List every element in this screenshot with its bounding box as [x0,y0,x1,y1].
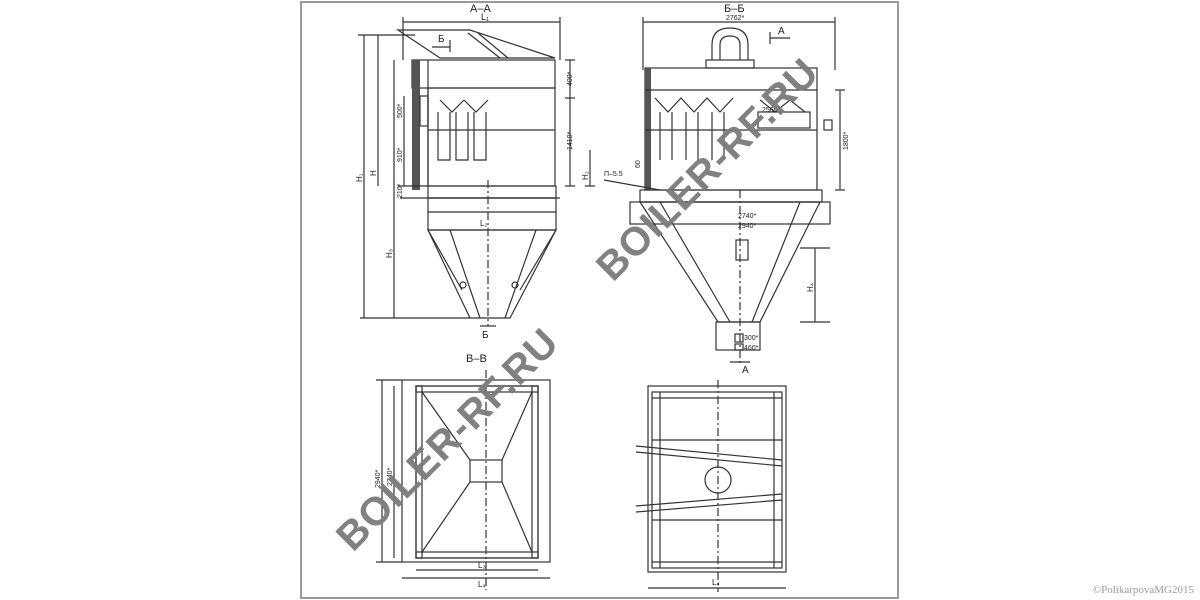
dim-vv-l3: L₃ [478,561,486,570]
marker-a-top: A [778,26,785,37]
dim-aa-500: 500* [397,103,404,118]
bb-labels: Б–Б 2762* A 2560* 1800* 60 П–5.5 2740* 2… [604,3,850,376]
dim-bb-h4: H₄ [806,283,815,292]
dim-bb-2560: 2560* [762,107,781,114]
dim-bb-300: 300* [744,335,759,342]
section-bb-title: Б–Б [724,3,745,15]
dim-aa-l2: L₂ [480,219,488,228]
marker-b-bottom: Б [482,330,489,341]
dim-aa-1410: 1410* [567,131,574,150]
marker-a-bottom: A [742,365,749,376]
view-plan [635,380,787,592]
dim-aa-h3: H₃ [385,249,394,258]
dim-bb-1800: 1800* [843,131,850,150]
dim-aa-210: 210* [397,183,404,198]
dim-vv-2740: 2740* [387,467,394,486]
dim-aa-width: L₁ [481,12,489,22]
dim-aa-h1: H₁ [355,173,364,182]
view-vv [376,370,551,590]
copyright-notice: ©PolikarpovaMG2015 [1092,584,1194,596]
dim-bb-ds: П–5.5 [604,171,623,178]
dim-bb-2940: 2940* [738,223,757,230]
marker-b-top: Б [438,34,445,45]
vv-labels: В–В 2940* 2740* L₃ L₄ [375,353,487,589]
section-vv-title: В–В [466,353,487,365]
dim-vv-l4: L₄ [478,580,486,589]
dim-plan-l: L₄ [712,578,720,587]
dim-aa-910: 910* [397,147,404,162]
dim-vv-2940: 2940* [375,469,382,488]
plan-labels: L₄ [712,578,720,587]
dim-aa-400: 400* [567,71,574,86]
dim-aa-h2: H₂ [581,171,590,180]
aa-labels: А–А L₁ Б 400* 500* 1410* 910* 210* H₁ H … [355,3,590,341]
dim-bb-2740: 2740* [738,213,757,220]
dim-bb-460: 460* [744,345,759,352]
section-aa-title: А–А [470,3,491,15]
dim-aa-h: H [369,170,378,176]
view-bb [603,17,845,365]
dim-bb-2762: 2762* [726,15,745,22]
view-aa [358,17,595,327]
dim-bb-60: 60 [635,160,642,168]
drawing-frame [300,1,899,599]
